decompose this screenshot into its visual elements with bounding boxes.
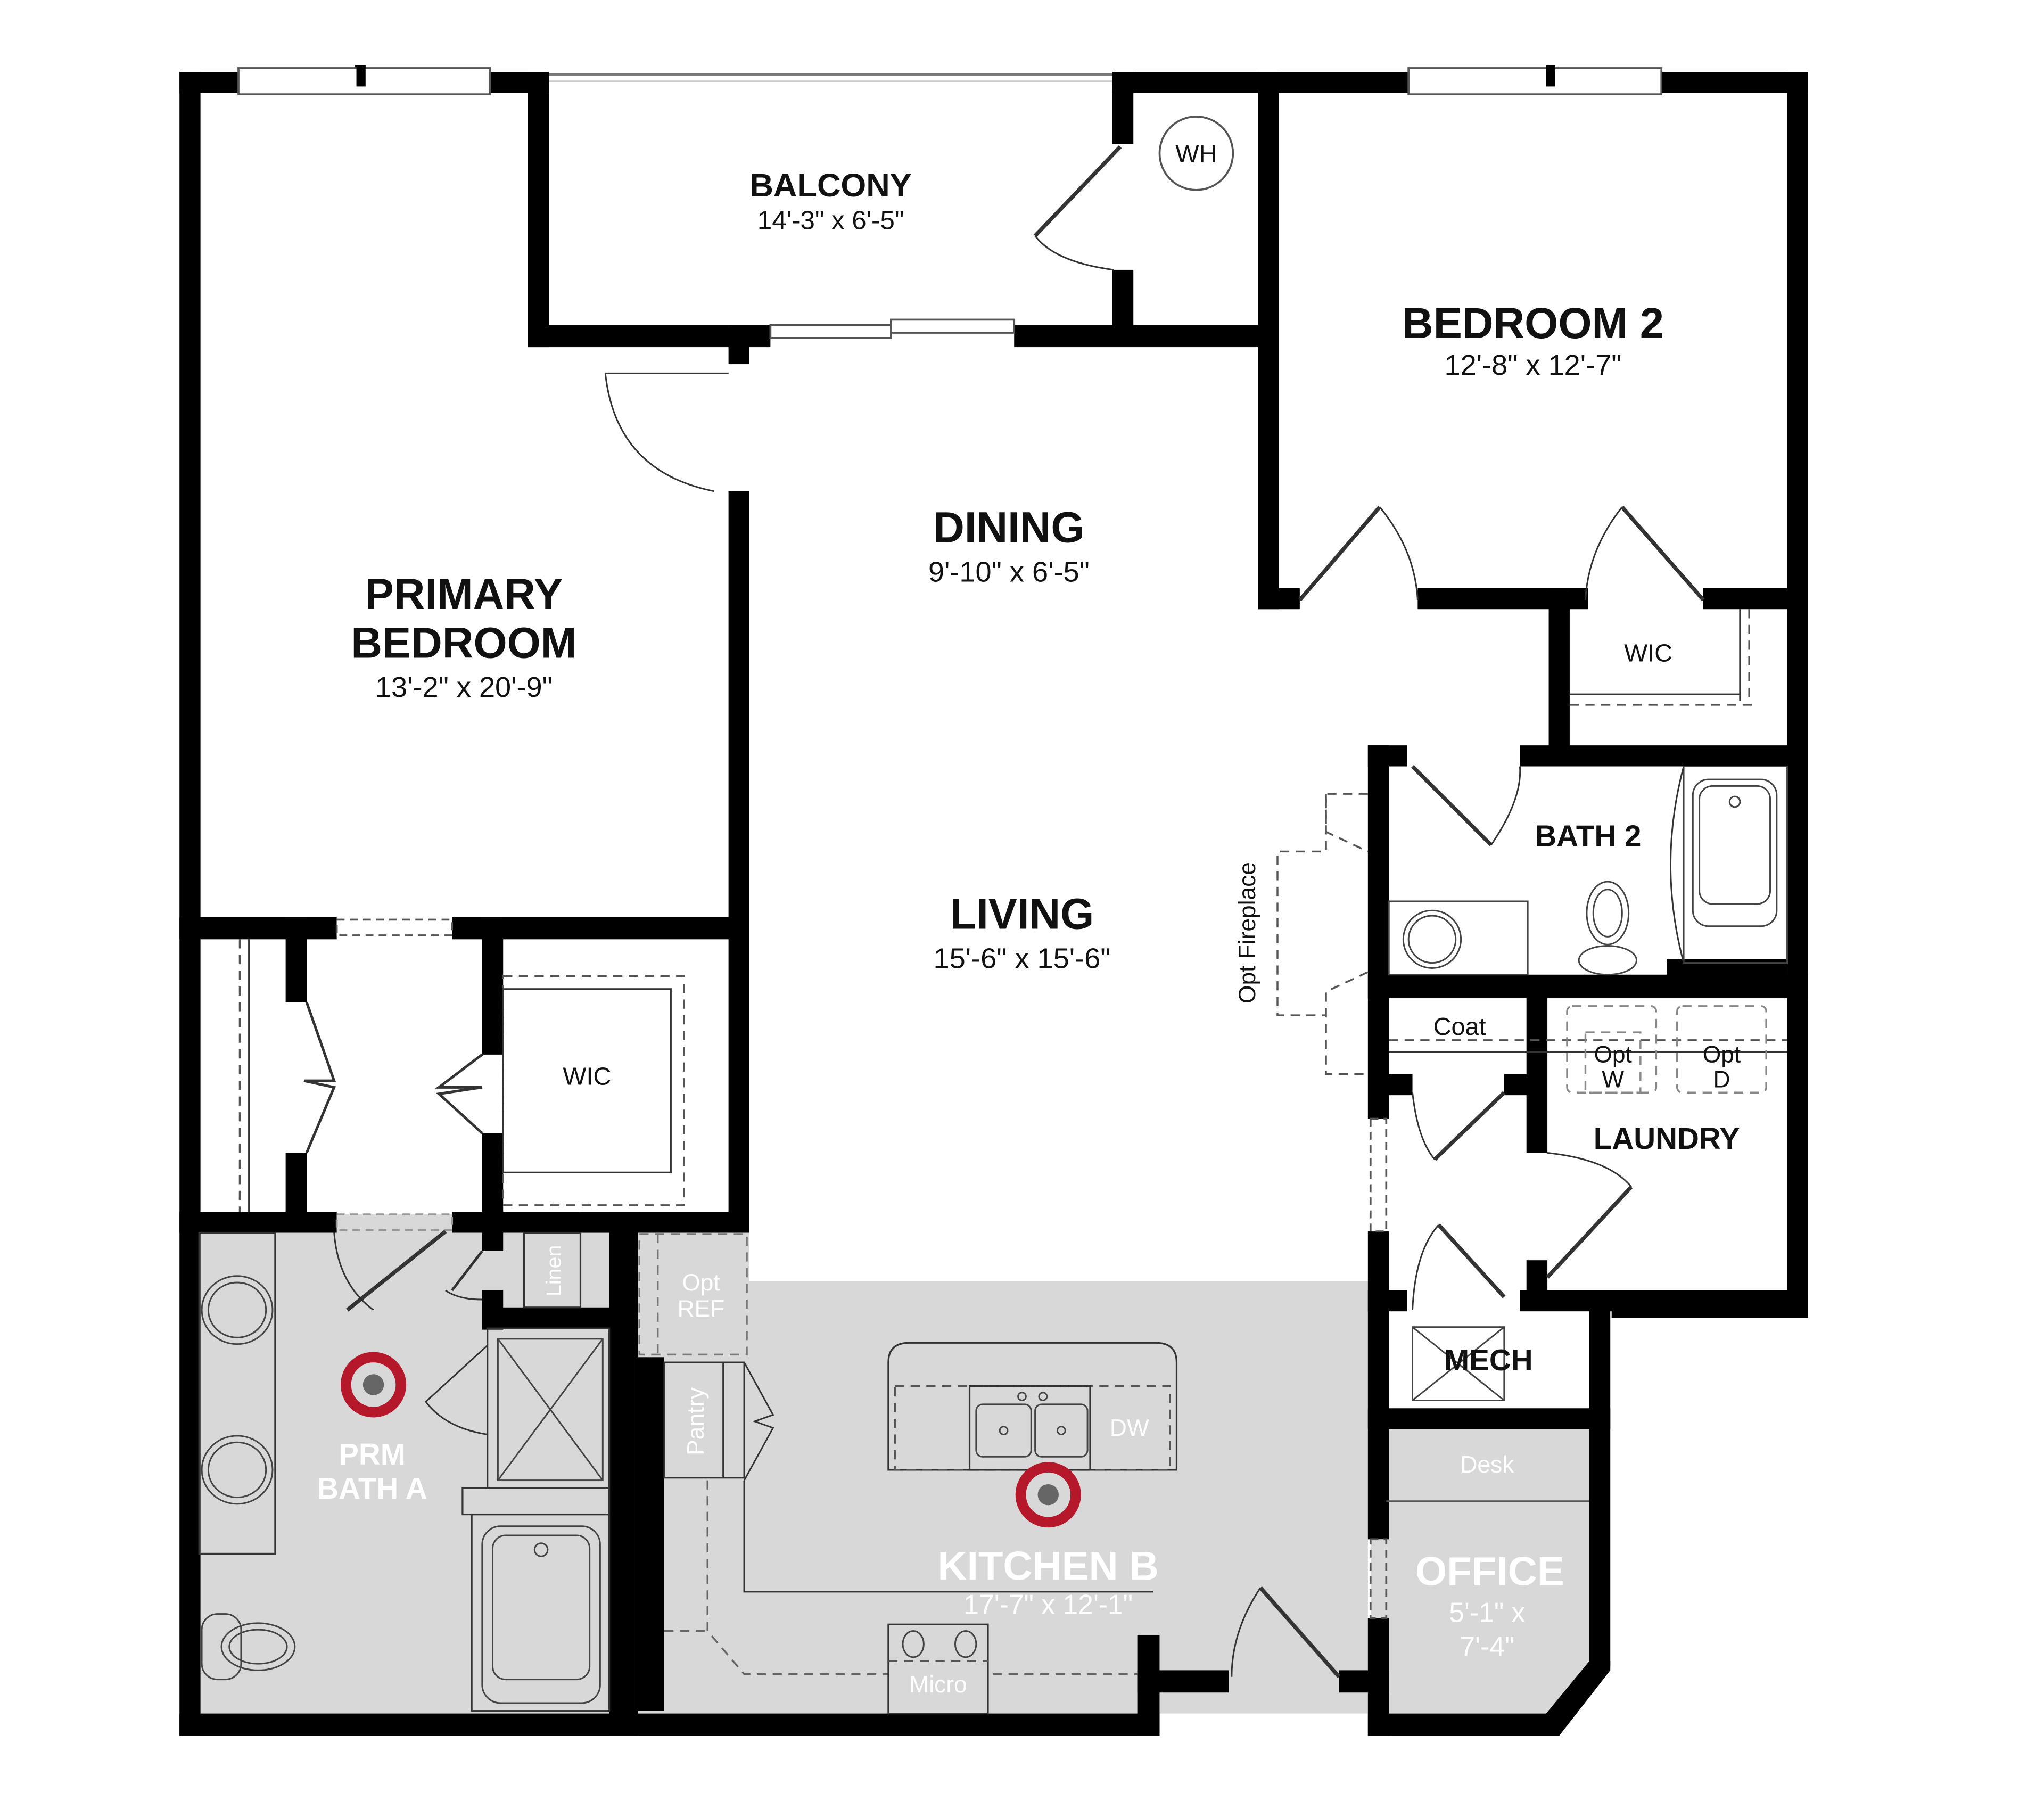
- opt-washer-label-line2: W: [1602, 1066, 1624, 1092]
- kitchen-fixtures: [638, 1233, 1178, 1715]
- opt-dryer-label-line1: Opt: [1703, 1042, 1741, 1068]
- office-dims-line1: 5'-1" x: [1449, 1597, 1525, 1627]
- primary-bedroom-dims: 13'-2" x 20'-9": [375, 671, 553, 703]
- bath2-label: BATH 2: [1535, 819, 1641, 853]
- primary-wic-shelving: [238, 939, 685, 1212]
- primary-bedroom-label-line1: PRIMARY: [365, 570, 563, 619]
- balcony-label: BALCONY: [750, 167, 912, 204]
- wic-primary-label: WIC: [563, 1062, 611, 1090]
- kitchen-dims: 17'-7" x 12'-1": [963, 1589, 1133, 1620]
- bedroom2-dims: 12'-8" x 12'-7": [1445, 349, 1622, 381]
- primary-bath-label-line2: BATH A: [317, 1471, 427, 1505]
- mech-unit: [1412, 1326, 1505, 1401]
- water-heater-label: WH: [1175, 140, 1217, 168]
- primary-bath-fixtures: [198, 1231, 611, 1712]
- opt-ref-label-line2: REF: [678, 1296, 725, 1322]
- office-label: OFFICE: [1415, 1549, 1564, 1594]
- opt-ref-label-line1: Opt: [682, 1270, 720, 1296]
- pantry-label: Pantry: [683, 1387, 709, 1456]
- opt-fireplace-outline: Opt Fireplace: [1234, 793, 1369, 1075]
- bed2-wic-shelving: [1569, 609, 1756, 706]
- laundry-fixtures: [1389, 1005, 1787, 1094]
- office-dims-line2: 7'-4": [1460, 1631, 1514, 1662]
- location-marker-kitchen[interactable]: [1015, 1462, 1081, 1528]
- bath2-fixtures: [1388, 766, 1789, 976]
- linen-label: Linen: [542, 1245, 566, 1296]
- walls: [179, 65, 1808, 1736]
- dishwasher-label: DW: [1110, 1415, 1149, 1441]
- opt-fireplace-label: Opt Fireplace: [1234, 862, 1260, 1004]
- microwave-label: Micro: [909, 1672, 967, 1698]
- kitchen-label: KITCHEN B: [938, 1544, 1159, 1589]
- opt-dryer-label-line2: D: [1713, 1066, 1730, 1092]
- dining-dims: 9'-10" x 6'-5": [928, 556, 1090, 588]
- doors: [303, 145, 1705, 1679]
- location-marker-bath[interactable]: [341, 1352, 407, 1418]
- shaded-areas: [199, 1215, 1589, 1714]
- bedroom2-label: BEDROOM 2: [1402, 299, 1664, 348]
- primary-bedroom-label-line2: BEDROOM: [351, 619, 576, 667]
- primary-bath-label-line1: PRM: [339, 1437, 406, 1471]
- living-label: LIVING: [950, 890, 1094, 939]
- coat-label: Coat: [1433, 1013, 1486, 1040]
- room-labels: BALCONY 14'-3" x 6'-5" BEDROOM 2 12'-8" …: [317, 167, 1741, 1698]
- living-dims: 15'-6" x 15'-6": [934, 942, 1111, 974]
- wic-bed2-label: WIC: [1624, 639, 1672, 667]
- office-desk-label: Desk: [1460, 1452, 1514, 1478]
- mech-label: MECH: [1444, 1343, 1533, 1377]
- dining-label: DINING: [933, 504, 1084, 552]
- water-heater: WH: [1158, 116, 1234, 191]
- windows: [237, 65, 1663, 1619]
- balcony-dims: 14'-3" x 6'-5": [757, 206, 904, 235]
- laundry-label: LAUNDRY: [1594, 1122, 1740, 1155]
- opt-washer-label-line1: Opt: [1594, 1042, 1631, 1068]
